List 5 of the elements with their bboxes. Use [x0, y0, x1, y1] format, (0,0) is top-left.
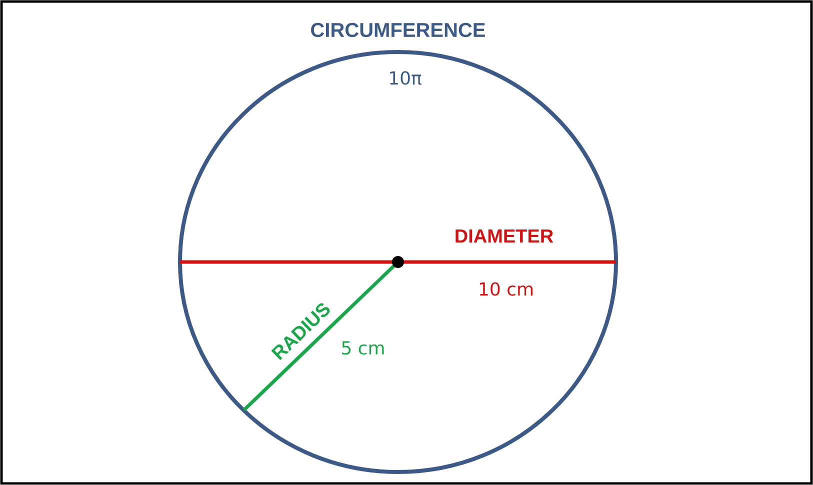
circumference-value: 10π [390, 71, 422, 85]
diameter-value: 10 cm [480, 282, 532, 296]
diameter-label: DIAMETER [456, 229, 554, 243]
radius-value: 5 cm [342, 341, 384, 355]
circumference-label: CIRCUMFERENCE [311, 22, 485, 38]
